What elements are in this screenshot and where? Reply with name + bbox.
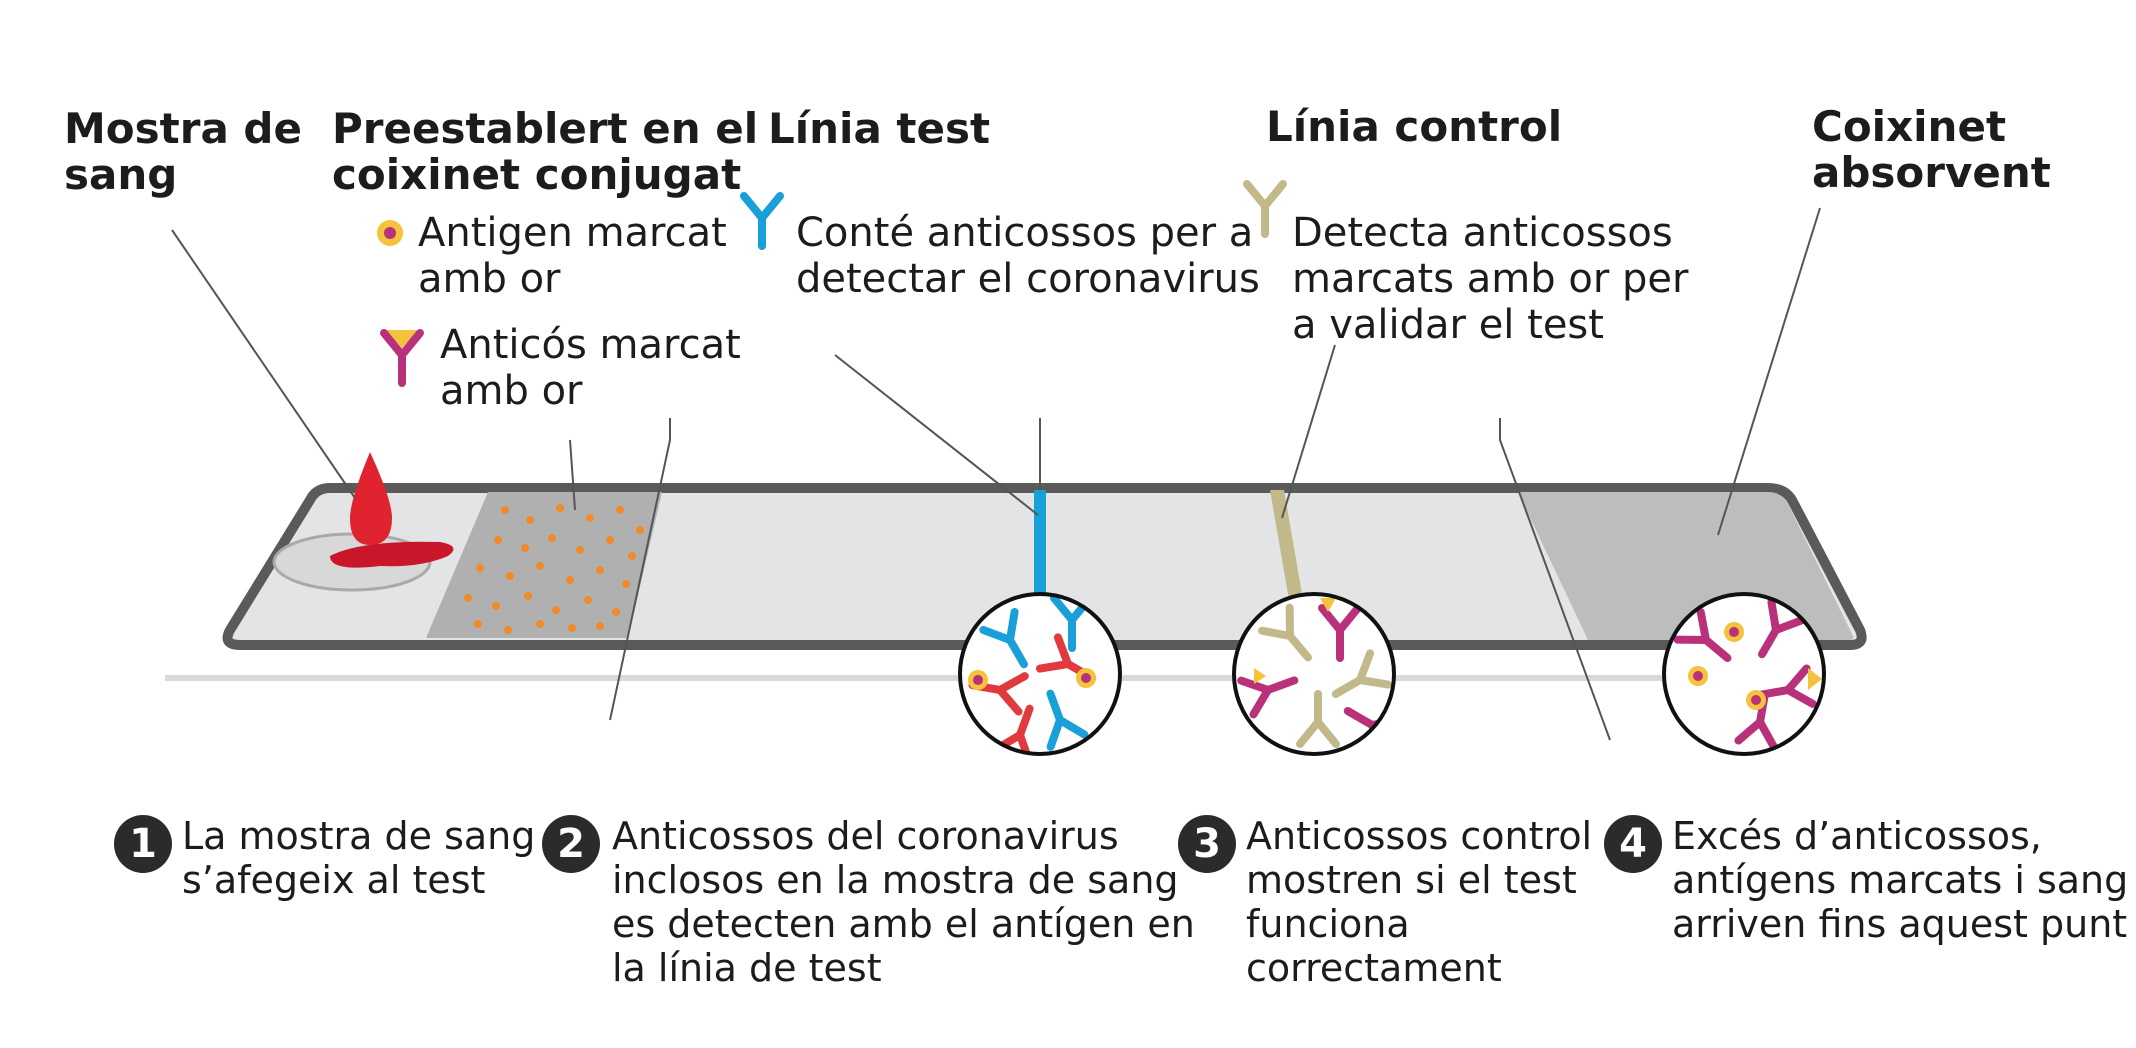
gold-particles [464,504,644,634]
control-line-description: Detecta anticossos marcats amb or per a … [1292,210,1689,348]
magnifier-test-line [958,592,1122,756]
magnifier-control-line [1232,592,1396,756]
step-4-text: Excés d’anticossos, antígens marcats i s… [1672,814,2129,946]
blood-puddle [330,541,454,568]
step-4-badge: 4 [1604,815,1662,873]
step-2-text: Anticossos del coronavirus inclosos en l… [612,814,1195,990]
blood-sample-label: Mostra de sang [64,104,302,199]
test-line-description: Conté anticossos per a detectar el coron… [796,210,1260,302]
conjugate-pad [426,492,662,638]
step-3-text: Anticossos control mostren si el test fu… [1246,814,1593,990]
conjugate-pad-label: Preestablert en el coixinet conjugat [332,104,759,199]
step-2-badge: 2 [542,815,600,873]
blood-drop-icon [350,452,392,545]
test-line-title: Línia test [768,104,991,153]
step-3-badge: 3 [1178,815,1236,873]
gold-antigen-label: Antigen marcat amb or [418,210,727,302]
gold-antigen-icon [377,220,403,246]
test-antibody-icon [744,196,780,246]
absorbent-pad-label: Coixinet absorvent [1812,102,2051,197]
control-line-title: Línia control [1266,102,1563,151]
step-1-text: La mostra de sang s’afegeix al test [182,814,536,902]
gold-antibody-icon [384,330,420,383]
gold-antibody-label: Anticós marcat amb or [440,322,741,414]
leader-lines [171,207,1821,741]
step-1-badge: 1 [114,815,172,873]
magnifier-absorbent-pad [1662,592,1826,756]
